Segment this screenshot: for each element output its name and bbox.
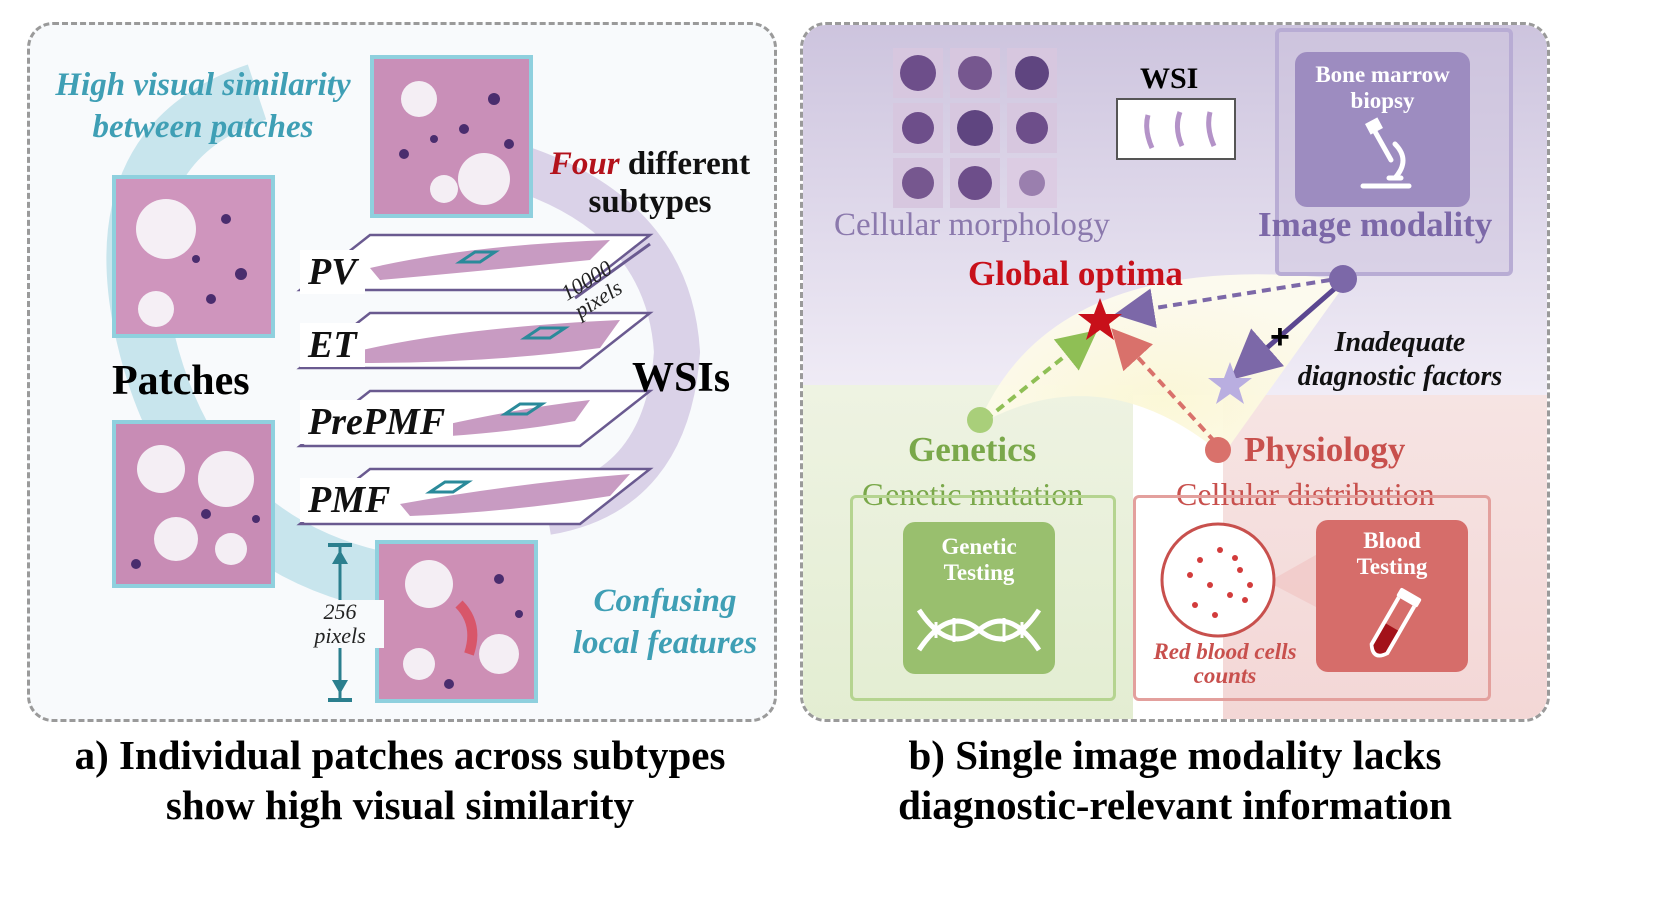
four-word: Four	[549, 146, 620, 182]
image-modality-node	[1329, 265, 1357, 293]
patch-size-label: 256 pixels	[296, 600, 384, 648]
caption-b: b) Single image modality lacks diagnosti…	[790, 730, 1560, 830]
wsi-thumbnail	[1116, 98, 1236, 160]
slice-label-prepmf: PrePMF	[300, 400, 454, 444]
blood-testing-card: Blood Testing	[1316, 520, 1468, 672]
genetic-mutation-label: Genetic mutation	[862, 476, 1084, 512]
caption-a-line-1: a) Individual patches across subtypes	[74, 732, 726, 778]
bone-marrow-card: Bone marrow biopsy	[1295, 52, 1470, 207]
wsi-label: WSI	[1140, 62, 1199, 95]
similarity-line-1: High visual similarity	[55, 67, 351, 103]
patch-bottom	[375, 540, 538, 703]
genetics-node	[967, 407, 993, 433]
cellular-distribution-label: Cellular distribution	[1176, 476, 1435, 512]
cell-thumbnails	[893, 48, 1057, 208]
physiology-to-optima-arrow	[1111, 328, 1217, 444]
suboptimal-star	[1208, 362, 1252, 404]
inadequate-label: Inadequate diagnostic factors	[1280, 326, 1520, 394]
plus-sign: +	[1270, 318, 1290, 356]
patch-size-value: 256	[323, 599, 357, 624]
dna-icon	[916, 608, 1042, 652]
genetic-testing-line-2: Testing	[943, 560, 1015, 585]
confusing-label: Confusing local features	[540, 580, 790, 664]
patch-size-unit: pixels	[314, 623, 366, 648]
confusing-line-1: Confusing	[593, 583, 737, 619]
optimization-arrows: +	[967, 265, 1357, 463]
physiology-label: Physiology	[1244, 430, 1406, 469]
genetics-to-optima-arrow	[983, 330, 1098, 422]
similarity-label: High visual similarity between patches	[38, 64, 368, 148]
caption-b-line-1: b) Single image modality lacks	[908, 732, 1442, 778]
patch-top	[370, 55, 533, 218]
genetic-testing-label: Genetic Testing	[903, 522, 1055, 586]
bone-marrow-line-1: Bone marrow	[1315, 62, 1450, 87]
global-optima-label: Global optima	[968, 254, 1183, 293]
genetic-testing-card: Genetic Testing	[903, 522, 1055, 674]
image-modality-label: Image modality	[1258, 205, 1493, 244]
caption-b-line-2: diagnostic-relevant information	[898, 782, 1452, 828]
rbc-line-1: Red blood cells	[1153, 639, 1297, 664]
slice-label-et: ET	[300, 323, 365, 367]
rbc-label: Red blood cells counts	[1135, 640, 1315, 688]
genetic-testing-line-1: Genetic	[941, 534, 1017, 559]
slice-label-pv: PV	[300, 250, 365, 294]
cellular-morphology-label: Cellular morphology	[834, 207, 1110, 243]
genetics-frame	[850, 495, 1116, 701]
genetics-label: Genetics	[908, 430, 1037, 469]
image-to-suboptimal-arrow	[1229, 282, 1342, 381]
different-word: different	[627, 146, 751, 182]
image-to-optima-arrow	[1114, 278, 1331, 328]
inadequate-line-2: diagnostic factors	[1297, 361, 1503, 392]
blood-testing-line-1: Blood	[1363, 528, 1421, 553]
slice-et-shape	[296, 311, 654, 370]
rbc-line-2: counts	[1193, 663, 1257, 688]
physiology-frame	[1133, 495, 1491, 701]
test-tube-icon	[1369, 587, 1422, 658]
patches-label: Patches	[112, 358, 250, 404]
global-optima-star	[1078, 298, 1122, 340]
physiology-node	[1205, 437, 1231, 463]
patch-left-bottom	[112, 420, 275, 588]
microscope-icon	[1360, 117, 1411, 189]
blood-testing-line-2: Testing	[1356, 554, 1428, 579]
bone-marrow-label: Bone marrow biopsy	[1295, 52, 1470, 114]
subtypes-word: subtypes	[588, 184, 712, 220]
slice-label-pmf: PMF	[300, 478, 399, 522]
wsi-size-bar	[574, 242, 651, 300]
four-subtypes-label: Four different subtypes	[540, 145, 760, 221]
caption-a-line-2: show high visual similarity	[165, 782, 635, 828]
cell-grid	[893, 48, 1061, 208]
inadequate-line-1: Inadequate	[1334, 327, 1466, 358]
slice-pv-shape	[296, 233, 654, 292]
similarity-line-2: between patches	[92, 109, 314, 145]
blood-testing-label: Blood Testing	[1316, 520, 1468, 580]
bone-marrow-line-2: biopsy	[1350, 88, 1415, 113]
patch-left-top	[112, 175, 275, 338]
confusing-line-2: local features	[572, 625, 758, 661]
wsis-label: WSIs	[632, 355, 731, 401]
caption-a: a) Individual patches across subtypes sh…	[20, 730, 780, 830]
